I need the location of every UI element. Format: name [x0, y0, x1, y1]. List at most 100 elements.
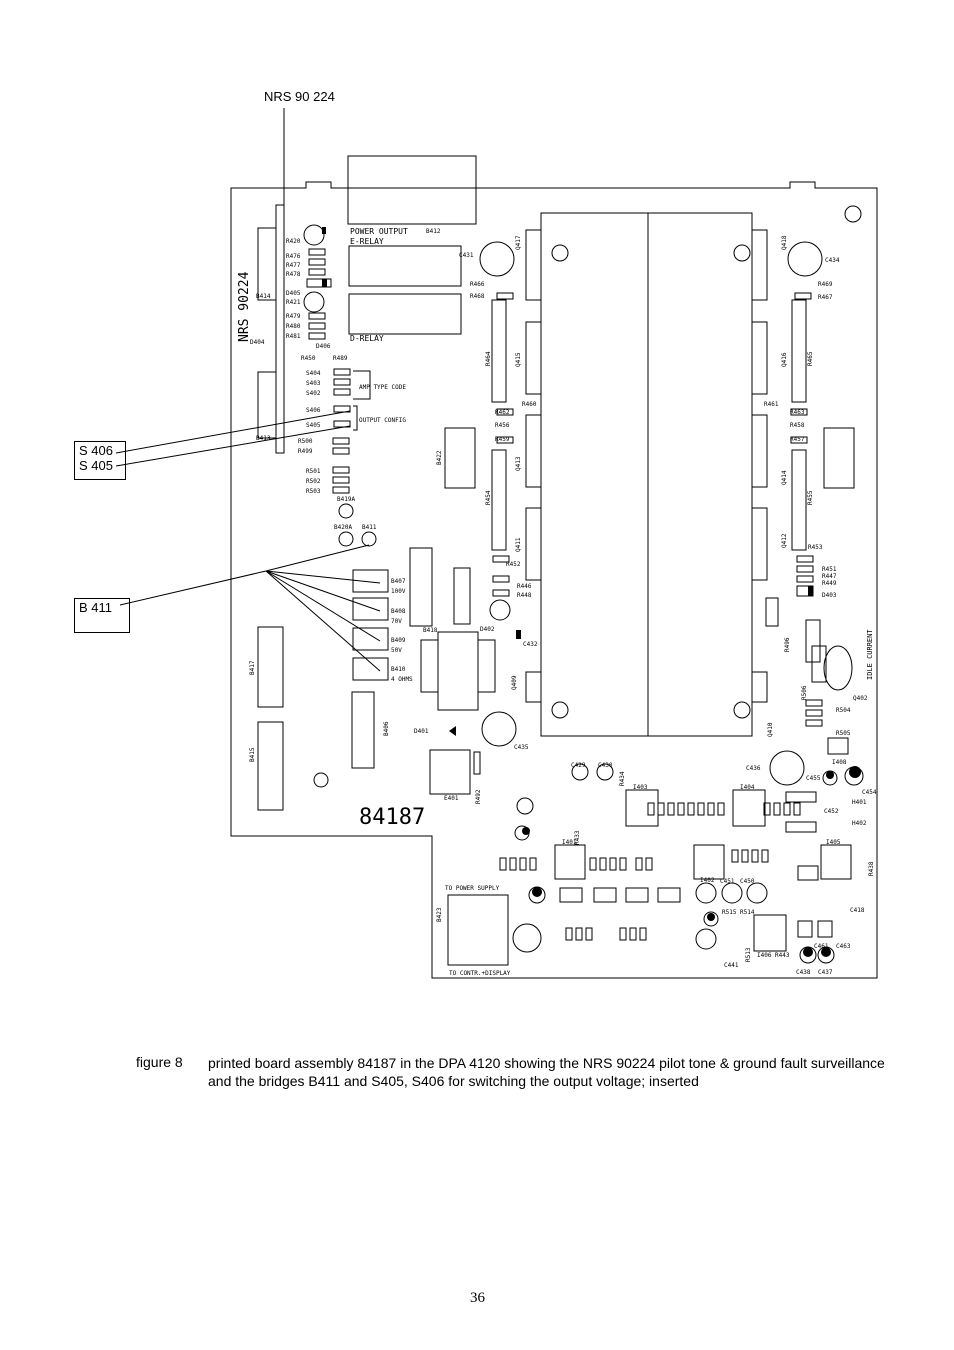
- ref-d405: D405: [286, 290, 301, 297]
- ref-c454: C454: [862, 789, 877, 796]
- bridge-b407: B407: [391, 578, 406, 585]
- d-relay-label: D-RELAY: [350, 334, 384, 343]
- board-outline: [230, 181, 878, 979]
- ref-c418: C418: [850, 907, 865, 914]
- switch-s406: S406: [306, 407, 321, 414]
- ref-q410: Q410: [767, 722, 774, 737]
- left-strip: [275, 204, 285, 454]
- idle-current-label: IDLE CURRENT: [866, 629, 874, 680]
- s405-leader-line: [115, 425, 351, 467]
- connector-b422: B422: [436, 450, 443, 465]
- switch-callout-box: S 406 S 405: [74, 441, 126, 480]
- ref-r434: R434: [619, 771, 626, 786]
- s406-callout-label: S 406: [79, 443, 113, 458]
- ref-c430: C430: [598, 762, 613, 769]
- ref-r496: R496: [784, 637, 791, 652]
- b411-leader-main: [119, 570, 267, 606]
- ref-r514: R514: [740, 909, 755, 916]
- ref-r500: R500: [298, 438, 313, 445]
- ref-r492: R492: [475, 789, 482, 804]
- ref-c429: C429: [571, 762, 586, 769]
- ref-c450: C450: [740, 878, 755, 885]
- b411-callout-label: B 411: [79, 600, 113, 615]
- ref-r433: R433: [574, 830, 581, 845]
- ref-r467: R467: [818, 294, 833, 301]
- b411-callout-box: B 411: [74, 598, 130, 633]
- top-connector: [347, 155, 477, 225]
- mount-hole: [844, 205, 862, 223]
- ref-d401: D401: [414, 728, 429, 735]
- ref-r479: R479: [286, 313, 301, 320]
- ref-i402: I402: [700, 877, 715, 884]
- ref-c435: C435: [514, 744, 529, 751]
- ref-q415: Q415: [515, 352, 522, 367]
- connector-b415: B415: [249, 747, 256, 762]
- switch-s404: S404: [306, 370, 321, 377]
- connector-b423: B423: [436, 907, 443, 922]
- ref-c463: C463: [836, 943, 851, 950]
- to-power-supply-label: TO POWER SUPPLY: [445, 885, 500, 892]
- bridge-b409: B409: [391, 637, 406, 644]
- ref-e401: E401: [444, 795, 459, 802]
- ref-r456: R456: [495, 422, 510, 429]
- cap-c431: [479, 241, 515, 277]
- page-number: 36: [470, 1290, 485, 1306]
- ref-i405: I405: [826, 839, 841, 846]
- connector-b412: B412: [426, 228, 441, 235]
- ref-r468: R468: [470, 293, 485, 300]
- ref-r460: R460: [522, 401, 537, 408]
- power-output-label: POWER OUTPUT: [350, 227, 408, 236]
- ref-i408: I408: [832, 759, 847, 766]
- ref-r503: R503: [306, 488, 321, 495]
- ref-r476: R476: [286, 253, 301, 260]
- transformer: [437, 631, 479, 711]
- bridge-b408: B408: [391, 608, 406, 615]
- ref-c461: C461: [814, 943, 829, 950]
- ref-r461: R461: [764, 401, 779, 408]
- ref-c434: C434: [825, 257, 840, 264]
- ref-r454: R454: [485, 490, 492, 505]
- s406-leader-line: [115, 410, 351, 454]
- tap-50v: 50V: [391, 647, 402, 654]
- to-contr-display-label: TO CONTR.+DISPLAY: [449, 970, 511, 977]
- ref-d406: D406: [316, 343, 331, 350]
- s405-callout-label: S 405: [79, 458, 113, 473]
- ref-r481: R481: [286, 333, 301, 340]
- ref-r480: R480: [286, 323, 301, 330]
- ref-h401: H401: [852, 799, 867, 806]
- figure-label: figure 8: [136, 1054, 183, 1070]
- ref-i403: I403: [633, 784, 648, 791]
- ref-r463: R463: [790, 409, 805, 416]
- ref-r477: R477: [286, 262, 301, 269]
- e-relay: [348, 245, 462, 287]
- connector-b417: B417: [249, 660, 256, 675]
- ref-r448: R448: [517, 592, 532, 599]
- output-config-label: OUTPUT CONFIG: [359, 417, 406, 424]
- ref-i401: I401: [562, 839, 577, 846]
- ref-c441: C441: [724, 962, 739, 969]
- board-vertical-label: NRS 90224: [237, 271, 252, 342]
- ref-q413: Q413: [515, 456, 522, 471]
- switch-s405: S405: [306, 422, 321, 429]
- nrs-callout-label: NRS 90 224: [264, 89, 335, 104]
- tap-100v: 100V: [391, 588, 406, 595]
- figure-caption: printed board assembly 84187 in the DPA …: [208, 1055, 885, 1089]
- ref-d403: D403: [822, 592, 837, 599]
- ref-i404: I404: [740, 784, 755, 791]
- ref-d402: D402: [480, 626, 495, 633]
- ref-q417: Q417: [515, 235, 522, 250]
- ref-b420a: B420A: [334, 524, 352, 531]
- ref-c452: C452: [824, 808, 839, 815]
- connector-b413: B413: [256, 435, 271, 442]
- ref-r502: R502: [306, 478, 321, 485]
- ref-c438: C438: [796, 969, 811, 976]
- connector-b406: B406: [383, 721, 390, 736]
- ref-r469: R469: [818, 281, 833, 288]
- ref-r515: R515: [722, 909, 737, 916]
- cap-c436: [769, 750, 805, 786]
- ref-r499: R499: [298, 448, 313, 455]
- ref-r464: R464: [485, 351, 492, 366]
- ref-i406: I406: [757, 952, 772, 959]
- amp-type-code-label: AMP TYPE CODE: [359, 384, 406, 391]
